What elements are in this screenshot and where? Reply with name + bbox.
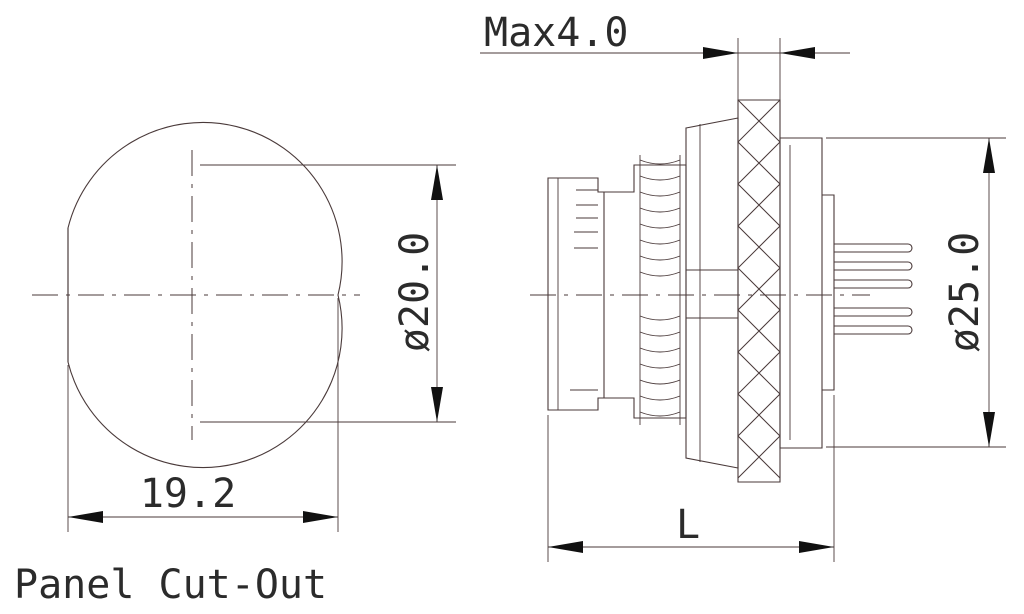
cutout-width-arrow-left xyxy=(68,511,103,523)
length-arrow-right xyxy=(799,541,834,553)
pin-5 xyxy=(834,325,913,335)
cutout-diameter-label: ø20.0 xyxy=(392,232,438,352)
insert-face xyxy=(822,194,835,391)
connector-rear-body xyxy=(547,177,605,411)
contact-pins xyxy=(834,243,913,335)
max-thickness-arrow-left xyxy=(703,47,738,59)
thread-outline-top xyxy=(604,164,687,290)
cutout-width-arrow-right xyxy=(303,511,338,523)
outer-dia-arrow-bottom xyxy=(983,412,995,447)
cutout-width-label: 19.2 xyxy=(140,471,236,517)
knurl-pattern xyxy=(737,99,781,479)
pin-3 xyxy=(834,279,913,289)
panel-cutout-view: ø20.0 19.2 Panel Cut-Out xyxy=(14,121,456,608)
cutout-diameter-arrow-top xyxy=(431,165,443,200)
outer-dia-arrow-top xyxy=(983,138,995,173)
outer-diameter-label: ø25.0 xyxy=(942,232,988,352)
connector-side-view: Max4.0 xyxy=(480,10,1006,562)
max-thickness-label: Max4.0 xyxy=(484,10,629,56)
thread-profile-lower xyxy=(639,315,681,417)
length-label: L xyxy=(676,502,700,548)
hex-nut xyxy=(685,117,739,469)
max-thickness-arrow-right xyxy=(780,47,815,59)
knurled-washer-outline xyxy=(737,99,781,483)
front-flange xyxy=(779,137,823,449)
thread-profile-upper xyxy=(639,159,681,277)
pin-4 xyxy=(834,307,913,317)
length-arrow-left xyxy=(548,541,583,553)
pin-1 xyxy=(834,243,913,253)
panel-cutout-caption: Panel Cut-Out xyxy=(14,562,327,608)
pin-2 xyxy=(834,261,913,271)
cutout-diameter-arrow-bottom xyxy=(431,387,443,422)
cutout-outline xyxy=(67,121,343,469)
